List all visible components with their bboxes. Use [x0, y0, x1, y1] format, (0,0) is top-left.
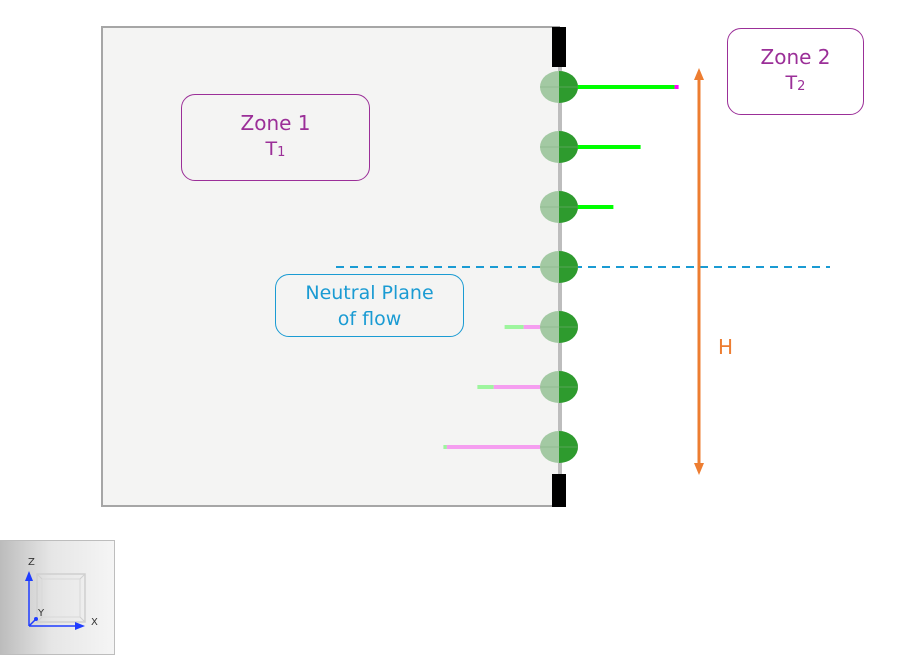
height-arrow	[694, 68, 704, 475]
outflow-vector-tip	[674, 85, 679, 89]
zone2-temperature: T2	[786, 70, 806, 100]
wall-top-block	[552, 27, 566, 67]
z-axis-label: Z	[28, 557, 35, 568]
zone1-label: Zone 1 T1	[181, 94, 370, 181]
opening-node	[540, 251, 578, 283]
opening-node	[540, 371, 578, 403]
flow-vectors	[443, 85, 679, 449]
neutral-plane-line2: of flow	[337, 307, 402, 330]
opening-nodes	[540, 71, 578, 463]
neutral-plane-label: Neutral Plane of flow	[275, 274, 464, 337]
zone1-temperature: T1	[266, 136, 286, 166]
zone2-temp-subscript: 2	[797, 78, 806, 94]
opening-node	[540, 311, 578, 343]
opening-node	[540, 131, 578, 163]
neutral-plane-line1: Neutral Plane	[305, 281, 434, 304]
opening-node	[540, 71, 578, 103]
y-axis-label: Y	[38, 608, 45, 619]
opening-node	[540, 191, 578, 223]
wall-bottom-block	[552, 474, 566, 507]
zone1-temp-subscript: 1	[277, 144, 286, 160]
zone1-temp-symbol: T	[265, 137, 278, 160]
opening-node	[540, 431, 578, 463]
axes-orientation-widget[interactable]: Z Y X	[0, 540, 115, 655]
zone2-temp-symbol: T	[785, 71, 798, 94]
axes-icon	[25, 571, 86, 630]
zone2-name: Zone 2	[760, 44, 831, 69]
zone1-name: Zone 1	[240, 110, 311, 135]
zone2-label: Zone 2 T2	[727, 28, 864, 115]
height-label: H	[718, 335, 734, 359]
x-axis-label: X	[91, 617, 98, 628]
